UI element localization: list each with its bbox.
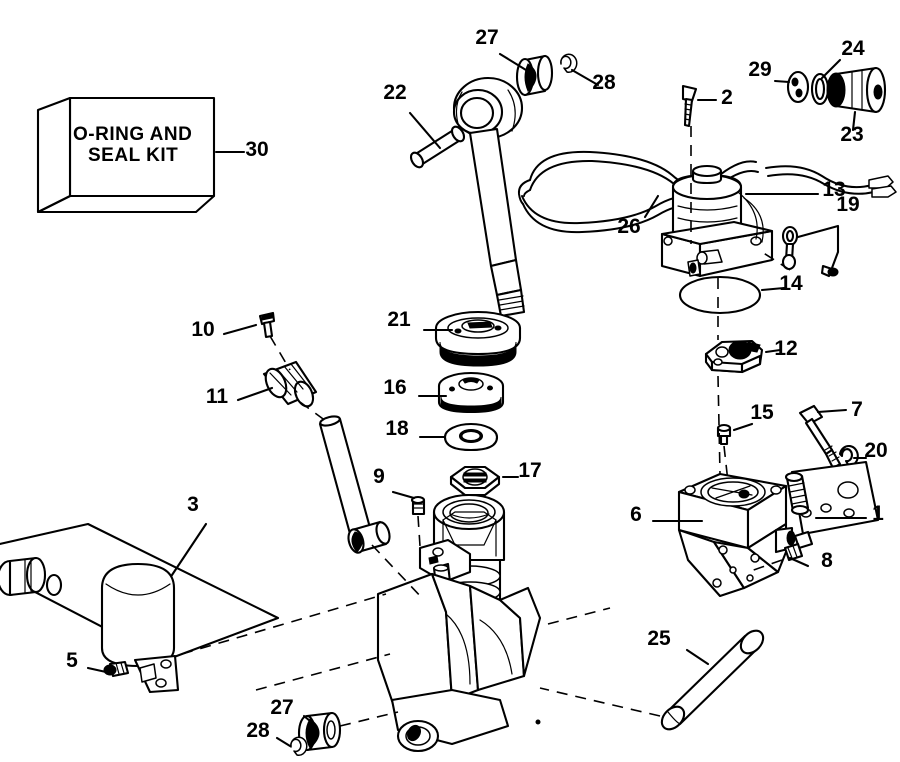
- long-bolt-7: [798, 404, 842, 470]
- reservoir-screw-5: [103, 660, 130, 678]
- callout-21: 21: [387, 308, 411, 331]
- callout-9: 9: [373, 465, 385, 488]
- callout-16: 16: [383, 376, 406, 399]
- callout-22: 22: [383, 81, 406, 104]
- callout-10: 10: [191, 318, 214, 341]
- piston-16: [437, 371, 505, 414]
- callout-8: 8: [821, 549, 833, 572]
- callout-13: 13: [822, 178, 845, 201]
- callout-5: 5: [66, 649, 78, 672]
- callout-25: 25: [647, 627, 671, 650]
- cross-shaft-25: [660, 629, 765, 731]
- lower-bushing-27: [297, 711, 342, 752]
- center-shaft-rod: [318, 415, 391, 554]
- flat-washer-18: [443, 422, 499, 452]
- callout-2: 2: [721, 86, 733, 109]
- callout-1: 1: [872, 502, 884, 525]
- callout-26: 26: [617, 215, 640, 238]
- assembly-axis-lines: [181, 126, 791, 727]
- connector-body-23: [826, 66, 887, 114]
- kit-box-line1: O-RING AND: [73, 124, 192, 145]
- callout-7: 7: [851, 398, 863, 421]
- callout-6: 6: [630, 503, 642, 526]
- cylinder-cap-21: [434, 310, 522, 367]
- callout-20: 20: [864, 439, 887, 462]
- callout-23: 23: [840, 123, 863, 146]
- pivot-pin-22: [409, 125, 466, 169]
- pump-housing-6: [677, 472, 796, 598]
- main-cylinder-housing: [376, 493, 542, 753]
- small-fitting-9: [410, 495, 426, 516]
- lower-retainer-clip-28: [290, 736, 308, 756]
- callout-15: 15: [750, 401, 774, 424]
- callout-27-lower: 27: [270, 696, 293, 719]
- callout-28-upper: 28: [592, 71, 616, 94]
- valve-block-12: [704, 339, 764, 374]
- callout-17: 17: [518, 459, 541, 482]
- short-bolt-8: [783, 530, 814, 562]
- reservoir-bottle: [100, 562, 180, 694]
- connector-o-ring-24: [810, 72, 830, 106]
- callout-3: 3: [187, 493, 199, 516]
- small-screw-10: [258, 311, 276, 339]
- callout-30: 30: [245, 138, 268, 161]
- terminal-insert-29: [786, 70, 810, 104]
- manifold-plate-1: [784, 460, 880, 536]
- callout-18: 18: [385, 417, 409, 440]
- hex-nut-17: [449, 465, 501, 497]
- callout-12: 12: [774, 337, 797, 360]
- large-o-ring-14: [678, 275, 762, 315]
- callout-29: 29: [748, 58, 771, 81]
- callout-28-lower: 28: [246, 719, 270, 742]
- upper-retainer-clip-28: [560, 53, 578, 73]
- callout-11: 11: [206, 385, 229, 408]
- o-ring-seal-kit-box: O-RING AND SEAL KIT 30: [36, 96, 269, 214]
- upper-bushing-27: [515, 54, 554, 97]
- threaded-cap-11: [262, 360, 318, 408]
- kit-box-line2: SEAL KIT: [88, 145, 178, 166]
- callout-27-upper: 27: [475, 26, 498, 49]
- electric-motor-13: [660, 164, 774, 278]
- plug-15: [716, 423, 732, 446]
- motor-screw-2: [681, 84, 698, 128]
- callout-19: 19: [836, 193, 859, 216]
- motor-clip-19: [781, 225, 839, 278]
- connector-cluster: 29 24 23: [748, 37, 887, 146]
- callout-14: 14: [779, 272, 803, 295]
- upper-pivot-rod-assembly: 22 27 28: [383, 26, 616, 318]
- callout-24: 24: [841, 37, 865, 60]
